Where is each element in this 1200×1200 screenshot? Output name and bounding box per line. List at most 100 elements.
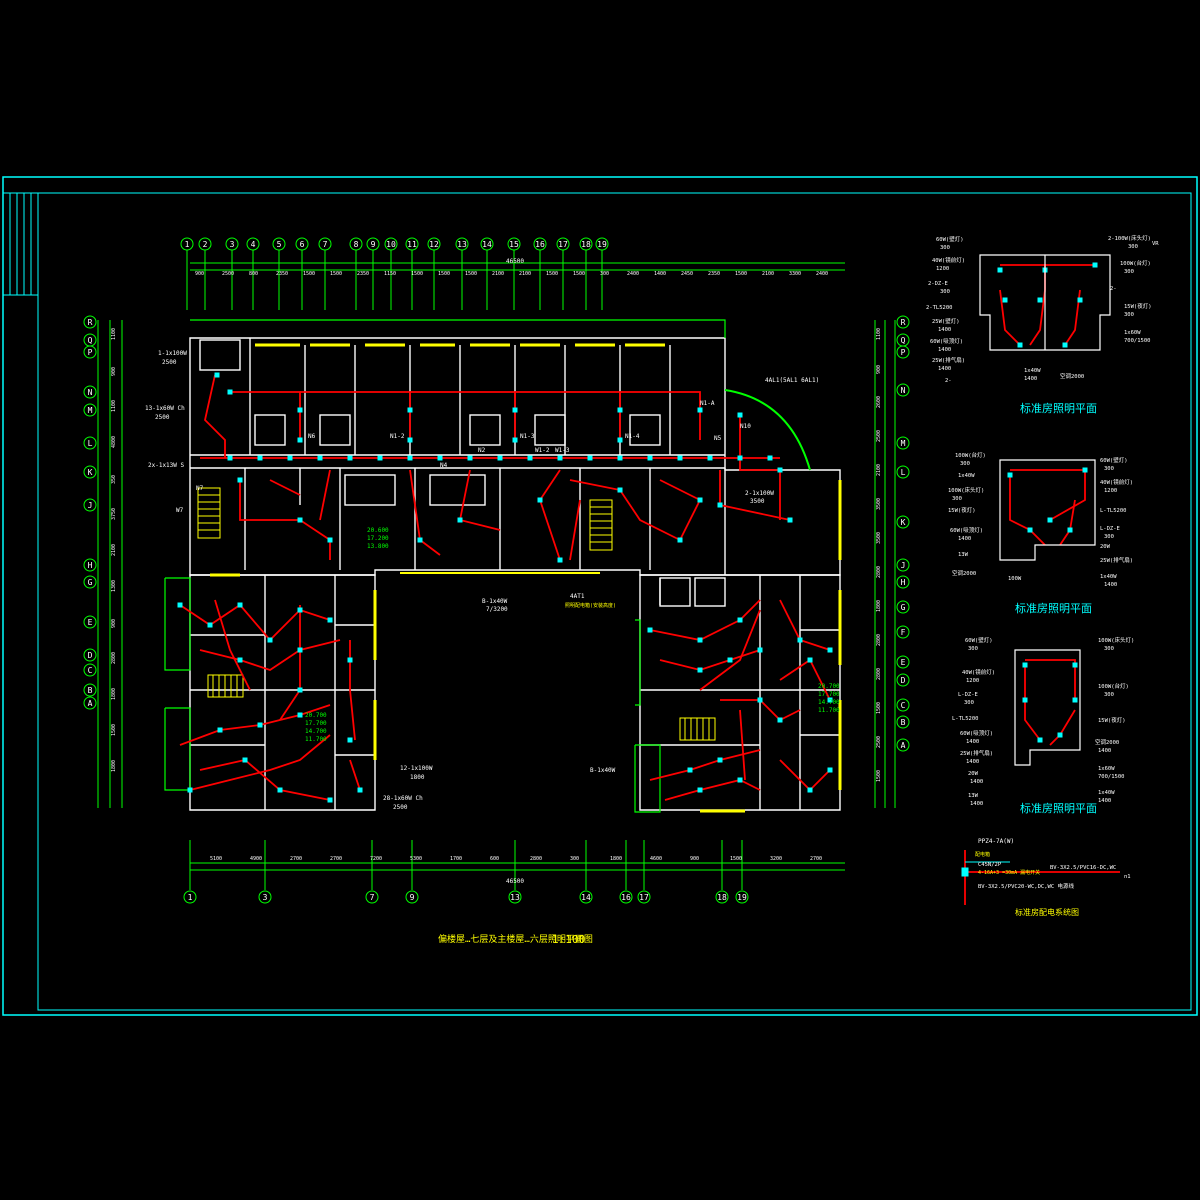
axis-label: 11 <box>407 240 417 249</box>
annotation-text: 25W(壁灯) <box>932 317 960 325</box>
annotation-text: 2500 <box>393 804 408 811</box>
annotation-text: 空调2000 <box>952 569 976 577</box>
axis-label: 13 <box>457 240 467 249</box>
fixture-mark <box>617 407 623 413</box>
grid-bottom-9: 9 <box>405 890 419 904</box>
annotation-text: N7 <box>196 485 204 492</box>
axis-label: 14 <box>581 893 591 902</box>
fixture-mark <box>787 517 793 523</box>
axis-label: R <box>88 318 93 327</box>
annotation-text: 1150 <box>384 271 396 277</box>
annotation-text: 1800 <box>111 688 117 700</box>
annotation-text: 2450 <box>681 271 693 277</box>
annotation-text: 1400 <box>938 347 951 353</box>
windows <box>210 343 842 813</box>
annotation-text: 1400 <box>1098 748 1111 754</box>
fixture-mark <box>777 467 783 473</box>
axis-label: 15 <box>509 240 519 249</box>
fixture-mark <box>737 412 743 418</box>
grid-left-M: M <box>83 403 97 417</box>
annotation-text: 偏楼屋…七层及主楼屋…六层照明平面图 <box>438 933 593 945</box>
grid-right-A: A <box>896 738 910 752</box>
fixture-mark <box>617 437 623 443</box>
annotation-text: 20.700 <box>305 712 327 719</box>
annotation-text: B-1x40W <box>590 767 616 774</box>
fixture-mark <box>297 647 303 653</box>
annotation-text: 4800 <box>111 436 117 448</box>
fixture-mark <box>1027 527 1033 533</box>
annotation-text: 2- <box>945 378 952 384</box>
annotation-text: 2100 <box>519 271 531 277</box>
fixture-mark <box>407 437 413 443</box>
axis-label: Q <box>88 336 93 345</box>
axis-label: 18 <box>717 893 727 902</box>
axis-label: 3 <box>230 240 235 249</box>
fixture-mark <box>297 687 303 693</box>
fixture-mark <box>587 455 593 461</box>
fixture-mark <box>1022 697 1028 703</box>
annotation-text: 1500 <box>411 271 423 277</box>
axis-label: L <box>901 468 906 477</box>
grid-left-B: B <box>83 683 97 697</box>
axis-label: 3 <box>263 893 268 902</box>
annotation-text: 1800 <box>410 774 425 781</box>
standard-room-plans <box>979 254 1111 766</box>
axis-label: B <box>88 686 93 695</box>
annotation-text: 25W(排气扇) <box>932 356 965 364</box>
fixture-mark <box>827 647 833 653</box>
annotation-text: 13-1x60W Ch <box>145 405 185 412</box>
fixture-mark <box>317 455 323 461</box>
annotation-text: 1500 <box>573 271 585 277</box>
annotation-text: 100W(台灯) <box>1120 259 1151 267</box>
annotation-text: 1x60W <box>1098 766 1115 772</box>
annotation-text: 2100 <box>876 464 882 476</box>
grid-left-R: R <box>83 315 97 329</box>
annotation-text: 2400 <box>816 271 828 277</box>
annotation-text: 1500 <box>876 702 882 714</box>
annotation-text: 15W(夜灯) <box>1098 716 1126 724</box>
fixture-mark <box>807 657 813 663</box>
fixture-mark <box>1037 297 1043 303</box>
annotation-text: PPZ4-7A(W) <box>978 838 1014 845</box>
fixture-mark <box>1077 297 1083 303</box>
fixture-mark <box>697 787 703 793</box>
annotation-text: 300 <box>968 646 978 652</box>
annotation-text: 1200 <box>936 266 949 272</box>
annotation-text: 25W(排气扇) <box>960 749 993 757</box>
fixture-mark <box>207 622 213 628</box>
annotation-text: 1x40W <box>1024 368 1041 374</box>
annotation-text: 900 <box>195 271 204 277</box>
system-diagram <box>961 861 1010 877</box>
grid-right-E: E <box>896 655 910 669</box>
annotation-text: 1300 <box>111 580 117 592</box>
fixture-mark <box>347 657 353 663</box>
annotation-text: 7200 <box>370 856 382 862</box>
axis-label: H <box>901 578 906 587</box>
annotation-text: 3500 <box>876 498 882 510</box>
annotation-text: 2100 <box>762 271 774 277</box>
annotation-text: 20.600 <box>367 527 389 534</box>
annotation-text: 100W(台灯) <box>955 451 986 459</box>
annotation-text: 4AT1 <box>570 593 585 600</box>
fixture-mark <box>557 455 563 461</box>
grid-left-D: D <box>83 648 97 662</box>
fixture-mark <box>707 455 713 461</box>
axis-label: E <box>88 618 93 627</box>
annotation-text: 1400 <box>970 801 983 807</box>
axis-label: 1 <box>188 893 193 902</box>
annotation-text: 15W(夜灯) <box>1124 302 1152 310</box>
annotation-text: 1500 <box>438 271 450 277</box>
fixture-mark <box>327 797 333 803</box>
grid-right-F: F <box>896 625 910 639</box>
fixture-mark <box>697 497 703 503</box>
annotation-text: 2800 <box>530 856 542 862</box>
grid-bottom-1: 1 <box>183 890 197 904</box>
annotation-text: 1800 <box>610 856 622 862</box>
axis-label: J <box>88 501 93 510</box>
fixture-mark <box>177 602 183 608</box>
annotation-text: 700/1500 <box>1124 338 1151 344</box>
grid-right-K: K <box>896 515 910 529</box>
grid-bottom-7: 7 <box>365 890 379 904</box>
annotation-text: B-1x40W <box>482 598 508 605</box>
fixture-mark <box>827 767 833 773</box>
